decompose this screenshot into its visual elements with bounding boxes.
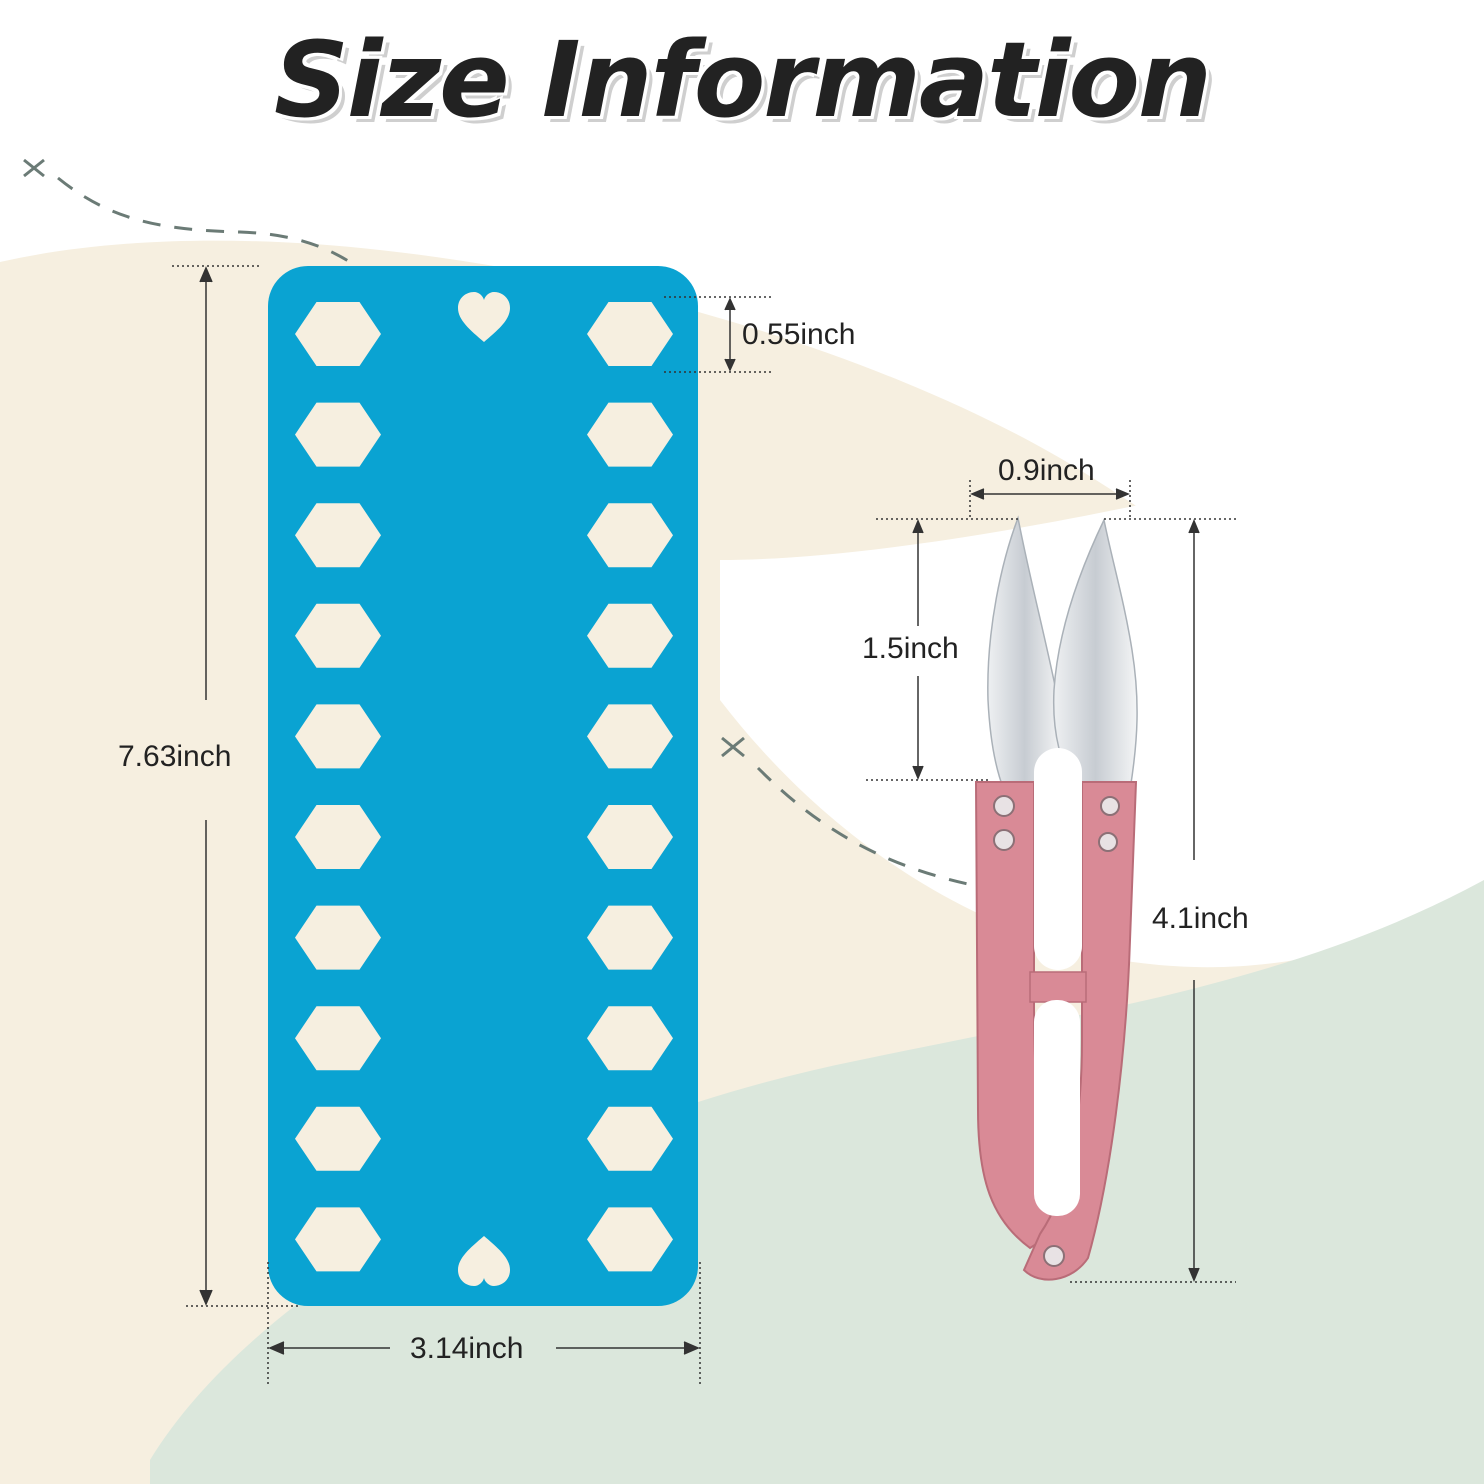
hexagon-hole-left-8 [295, 1006, 381, 1071]
thread-snips [974, 515, 1138, 1281]
board-width-label: 3.14inch [410, 1332, 524, 1365]
handle-opening-top [1034, 748, 1082, 970]
scissor-length-label: 4.1inch [1152, 902, 1249, 935]
blade-length-label: 1.5inch [862, 632, 959, 665]
hexagon-hole-right-9 [587, 1106, 673, 1171]
bg-green-shape [150, 880, 1484, 1484]
hexagon-hole-left-1 [295, 302, 381, 366]
hexagon-hole-right-8 [587, 1006, 673, 1071]
handle-bridge [1029, 971, 1087, 1003]
hexagon-hole-left-7 [295, 905, 381, 970]
hexagon-hole-right-3 [587, 503, 673, 568]
hexagon-hole-right-10 [587, 1207, 673, 1272]
hexagon-hole-left-6 [295, 805, 381, 869]
hexagon-hole-left-9 [295, 1106, 381, 1171]
dashed-thread-middle [721, 736, 969, 886]
hexagon-hole-right-4 [587, 603, 673, 668]
handle-opening-bottom [1034, 1000, 1080, 1216]
board-height-label: 7.63inch [118, 740, 232, 773]
thread-board [268, 266, 698, 1306]
hexagon-hole-left-10 [295, 1207, 381, 1272]
heart-icon-top [458, 292, 510, 342]
page-title: Size Information [274, 19, 1212, 141]
rivet-icon [1100, 796, 1120, 816]
rivet-icon [1043, 1245, 1065, 1267]
hexagon-hole-right-2 [587, 402, 673, 467]
blade-width-label: 0.9inch [998, 454, 1095, 487]
blade-length-dimension [866, 518, 1020, 781]
hexagon-hole-left-2 [295, 402, 381, 467]
scissor-length-dimension [1070, 518, 1236, 1283]
heart-icon-bottom [458, 1236, 510, 1286]
hexagon-hole-right-1 [587, 302, 673, 366]
hole-height-label: 0.55inch [742, 318, 856, 351]
hexagon-hole-right-5 [587, 704, 673, 769]
hexagon-hole-left-5 [295, 704, 381, 769]
hexagon-hole-left-4 [295, 603, 381, 668]
rivet-icon [993, 795, 1015, 817]
rivet-icon [1098, 832, 1118, 852]
rivet-icon [993, 829, 1015, 851]
hexagon-hole-left-3 [295, 503, 381, 568]
hexagon-hole-right-6 [587, 805, 673, 869]
blade-width-dimension [969, 480, 1131, 520]
hole-height-dimension [664, 296, 772, 373]
board-height-dimension [172, 265, 300, 1307]
hexagon-hole-right-7 [587, 905, 673, 970]
board-width-dimension [267, 1262, 701, 1386]
dashed-thread-top [23, 158, 351, 264]
